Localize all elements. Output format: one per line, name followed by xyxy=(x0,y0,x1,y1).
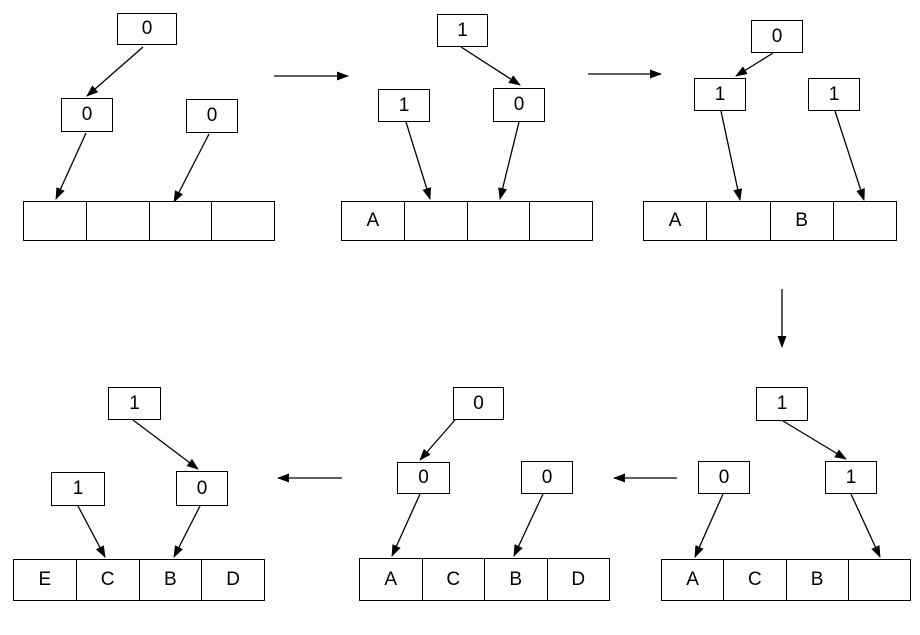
node-label: 0 xyxy=(718,466,730,488)
node-label: 1 xyxy=(457,19,468,41)
node-label: 1 xyxy=(129,392,140,414)
node-label: 1 xyxy=(714,83,726,105)
step-4-edge-right-child-to-cell-4 xyxy=(850,493,881,558)
step-5-array-cell-4: D xyxy=(546,559,610,600)
step-5-node-root: 0 xyxy=(453,387,504,420)
step-2-array-cell-4 xyxy=(529,202,592,240)
step-3-array-cell-3: B xyxy=(769,202,833,240)
step-6-node-right-child: 0 xyxy=(176,471,228,506)
step-1-array-cell-3 xyxy=(148,202,212,240)
step-6-array-cell-2: C xyxy=(75,560,139,600)
step-2-array-cell-3 xyxy=(466,202,530,240)
node-label: 0 xyxy=(771,25,783,47)
step-6-edge-left-child-to-cell-2 xyxy=(77,505,106,558)
step-4-edge-left-child-to-cell-1 xyxy=(694,493,724,558)
step-4-node-left-child: 0 xyxy=(698,461,750,494)
node-label: 0 xyxy=(541,466,553,488)
step-4-array-cell-3: B xyxy=(785,560,848,600)
step-5-array-cell-3: B xyxy=(484,559,547,600)
step-6-edge-right-child-to-cell-3 xyxy=(173,505,201,558)
step-5-edge-left-child-to-cell-1 xyxy=(391,493,421,557)
step-2-edge-root-to-right-child xyxy=(460,46,521,86)
step-3-edge-root-to-left-child xyxy=(735,52,774,77)
step-3-node-root: 0 xyxy=(751,20,803,53)
step-5-node-right-child: 0 xyxy=(521,461,573,494)
step-1-edge-right-child-to-cell-3 xyxy=(173,133,210,203)
node-label: 0 xyxy=(513,94,525,115)
step-3-node-right-child: 1 xyxy=(808,78,860,111)
node-label: 0 xyxy=(81,104,93,125)
step-2-node-root: 1 xyxy=(437,14,488,47)
node-label: 0 xyxy=(206,105,218,126)
step-5-array-cell-1: A xyxy=(384,568,398,590)
node-label: 1 xyxy=(72,478,84,499)
step-6-node-root: 1 xyxy=(108,387,161,420)
step-3-node-left-child: 1 xyxy=(694,78,746,111)
step-6-edge-root-to-right-child xyxy=(132,419,199,470)
step-3-array-cell-2 xyxy=(706,202,769,240)
step-1-node-right-child: 0 xyxy=(186,99,238,133)
step-2-node-left-child: 1 xyxy=(378,89,430,122)
step-3-array-cell-4 xyxy=(832,202,896,240)
step-5-node-left-child: 0 xyxy=(397,462,450,494)
step-4-array-cell-2: C xyxy=(723,560,785,600)
step-4-array-cell-4 xyxy=(847,560,910,600)
step-2-node-right-child: 0 xyxy=(493,88,545,122)
step-1-node-root: 0 xyxy=(117,13,177,45)
step-6-array-cell-4: D xyxy=(201,560,264,600)
node-label: 1 xyxy=(398,94,410,116)
step-2-edge-left-child-to-cell-2 xyxy=(405,121,432,200)
step-5-array-cell-2: C xyxy=(421,559,485,600)
step-3-array-cell-1: A xyxy=(668,210,682,231)
step-1-edge-left-child-to-cell-1 xyxy=(55,132,87,200)
step-4-node-right-child: 1 xyxy=(825,461,877,494)
node-label: 1 xyxy=(776,393,788,414)
step-6-node-left-child: 1 xyxy=(51,472,105,506)
node-label: 0 xyxy=(141,18,153,39)
step-3-edge-left-child-to-cell-2 xyxy=(720,110,743,201)
step-1-array xyxy=(23,201,275,241)
step-1-edge-root-to-left-child xyxy=(86,46,144,97)
step-2-edge-right-child-to-cell-3 xyxy=(498,121,520,200)
step-1-array-cell-4 xyxy=(211,202,274,240)
step-4-node-root: 1 xyxy=(756,387,808,421)
step-6-array-cell-3: B xyxy=(138,560,202,600)
node-label: 1 xyxy=(828,83,840,105)
step-4-edge-root-to-right-child xyxy=(782,420,847,460)
step-3-edge-right-child-to-cell-4 xyxy=(834,110,865,201)
step-1-node-left-child: 0 xyxy=(61,98,113,132)
step-5-edge-root-to-left-child xyxy=(419,419,456,461)
step-1-array-cell-2 xyxy=(85,202,149,240)
step-6-array-cell-1: E xyxy=(38,569,52,590)
step-1-array-cell-1 xyxy=(24,202,86,240)
node-label: 1 xyxy=(845,466,857,488)
step-2-array-cell-1: A xyxy=(366,210,380,231)
step-2-array-cell-2 xyxy=(403,202,467,240)
node-label: 0 xyxy=(418,467,429,488)
step-4-array-cell-1: A xyxy=(686,569,699,590)
step-2-array: A xyxy=(341,201,593,241)
step-5-edge-right-child-to-cell-3 xyxy=(513,493,544,557)
node-label: 0 xyxy=(473,392,484,414)
node-label: 0 xyxy=(196,477,208,499)
